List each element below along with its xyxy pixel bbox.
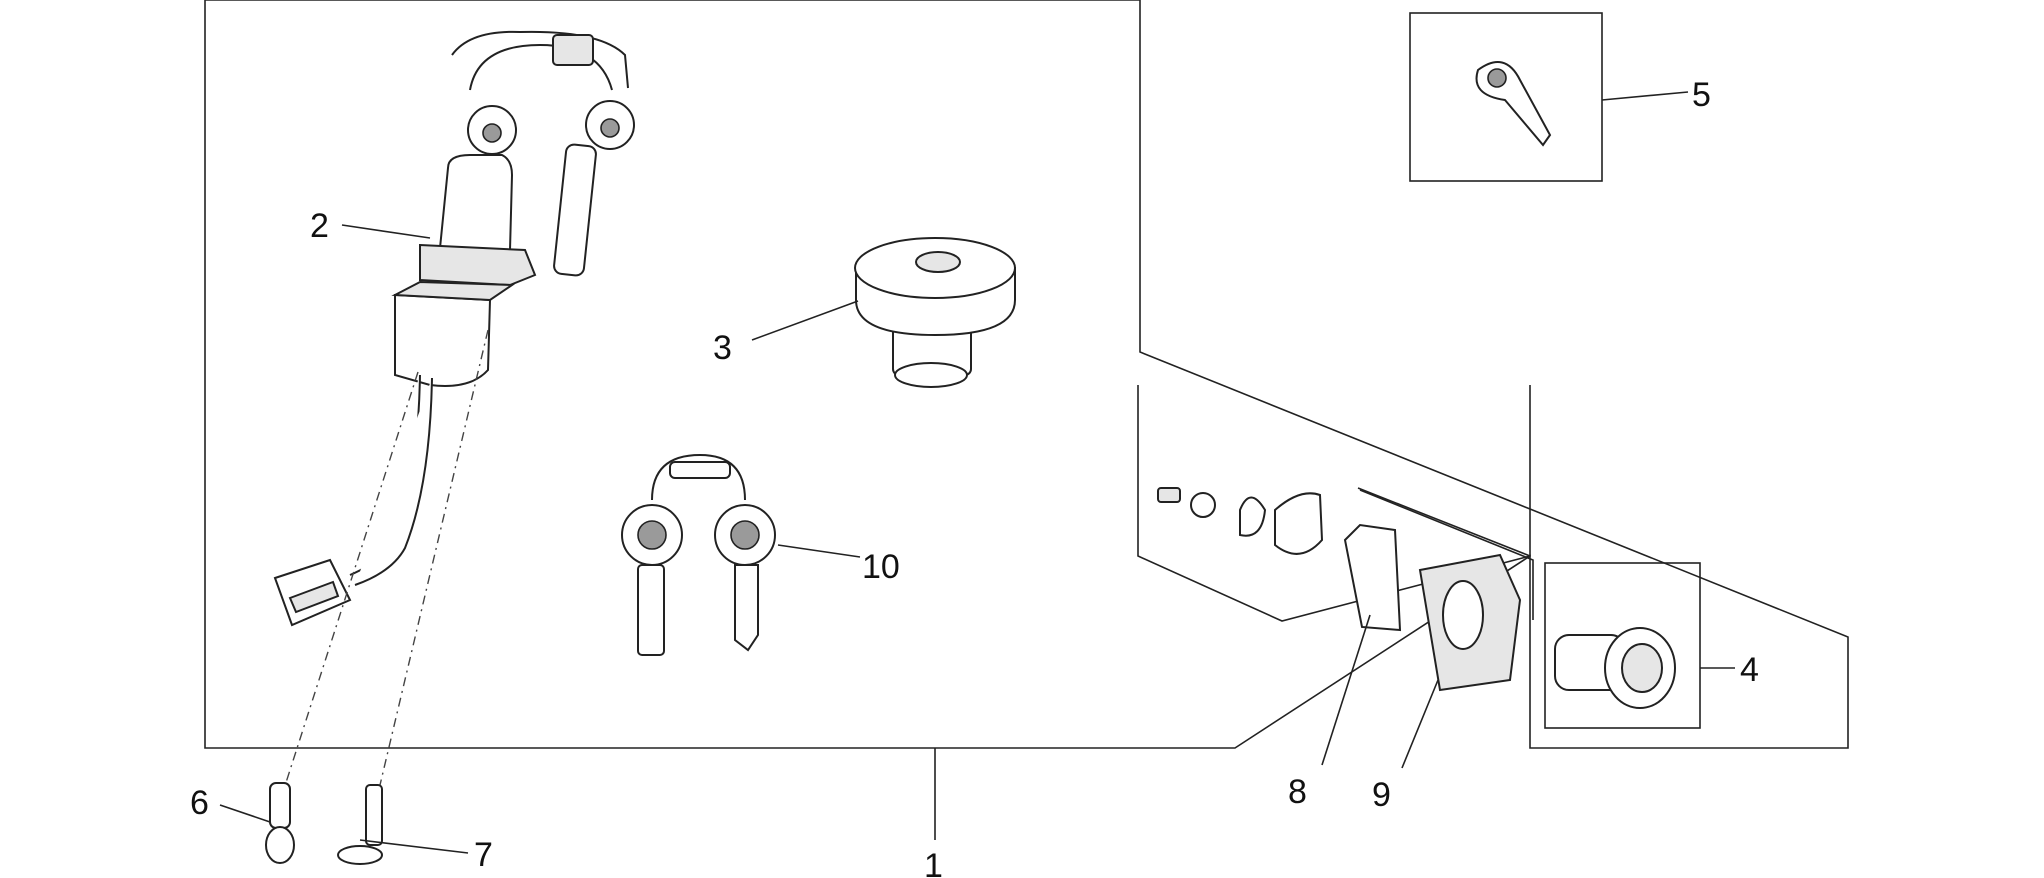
leader-10 (777, 544, 861, 558)
subframe-key-blank (1409, 12, 1603, 182)
leader-8 (1321, 614, 1371, 766)
subframe-bracket-inner (1359, 489, 1534, 620)
screw-part (337, 784, 383, 865)
key-blank (1475, 61, 1552, 147)
callout-8: 8 (1288, 773, 1307, 811)
leader-6 (219, 804, 271, 823)
spring-part (265, 782, 295, 864)
lock-cylinder (1554, 627, 1676, 709)
key-pair (621, 453, 776, 656)
callout-7: 7 (474, 836, 493, 874)
subframe-lock-bracket (1357, 487, 1531, 557)
lock-latch-group (1157, 487, 1522, 692)
subframe-lock-cylinder (1544, 562, 1701, 729)
callout-6: 6 (190, 784, 209, 822)
leader-9 (1401, 679, 1439, 769)
leader-7 (359, 839, 469, 854)
ignition-switch (273, 30, 635, 627)
leader-3 (751, 300, 859, 341)
dash-line-7 (379, 329, 489, 786)
callout-2: 2 (310, 207, 329, 245)
callout-9: 9 (1372, 776, 1391, 814)
callout-1: 1 (924, 847, 943, 878)
callout-5: 5 (1692, 76, 1711, 114)
leader-2 (341, 224, 431, 239)
fuel-cap (854, 237, 1016, 388)
callout-3: 3 (713, 329, 732, 367)
kit-frame-main (204, 0, 1849, 749)
leader-5 (1601, 91, 1689, 101)
callout-10: 10 (862, 548, 900, 586)
subframe-seat-lock (1137, 385, 1531, 622)
callout-4: 4 (1740, 651, 1759, 689)
